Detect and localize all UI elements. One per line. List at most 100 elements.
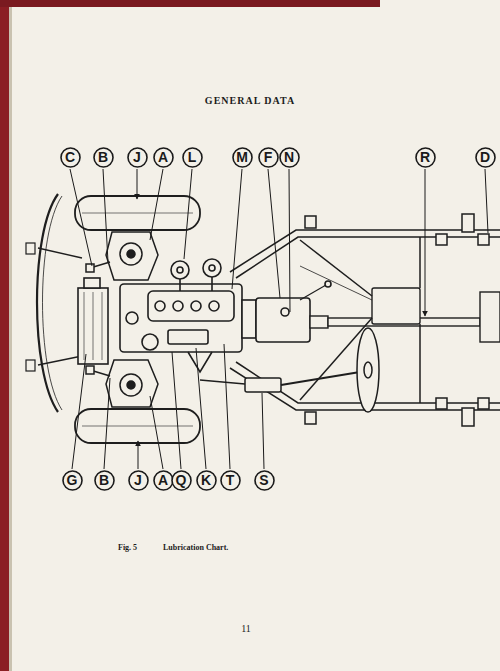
- radiator: [84, 278, 100, 288]
- callout-letter: G: [62, 470, 83, 491]
- chassis-frame: [305, 412, 316, 424]
- leader-lines: [485, 169, 488, 233]
- engine: [120, 259, 242, 372]
- steering-gear: [357, 328, 379, 412]
- chassis-frame: [462, 214, 474, 232]
- front-bumper: [43, 196, 63, 410]
- front-wheels: [82, 426, 193, 427]
- chassis-frame: [478, 398, 489, 409]
- leader-lines: [224, 344, 230, 469]
- leader-lines: [262, 393, 264, 469]
- leader-lines: [150, 396, 163, 469]
- callout-circle: C: [60, 147, 81, 168]
- chassis-frame: [300, 240, 372, 296]
- front-bumper: [38, 356, 82, 365]
- leader-lines: [172, 352, 181, 469]
- engine: [209, 301, 219, 311]
- callout-letter: J: [127, 147, 148, 168]
- gearbox: [281, 308, 289, 316]
- radiator: [84, 292, 85, 360]
- engine: [155, 301, 165, 311]
- chassis-frame: [436, 398, 447, 409]
- figure-number: Fig. 5: [118, 543, 137, 552]
- callout-ring: [128, 148, 147, 167]
- steering-gear: [245, 378, 281, 392]
- callout-ring: [154, 471, 173, 490]
- engine: [126, 312, 138, 324]
- steering-gear: [200, 380, 245, 384]
- callout-ring: [255, 471, 274, 490]
- engine: [211, 277, 213, 291]
- chassis-frame: [305, 216, 316, 228]
- front-suspension: [120, 243, 142, 265]
- callout-circle: T: [220, 470, 241, 491]
- gearbox: [256, 298, 310, 342]
- callout-letter: J: [128, 470, 149, 491]
- engine: [203, 259, 221, 277]
- front-bumper: [26, 243, 35, 254]
- engine: [209, 265, 215, 271]
- chassis-frame: [436, 234, 447, 245]
- callout-letter: Q: [171, 470, 192, 491]
- leader-lines: [70, 169, 92, 266]
- gearbox: [242, 281, 331, 342]
- callout-letter: R: [415, 147, 436, 168]
- callout-circle: B: [94, 470, 115, 491]
- front-suspension: [86, 264, 94, 272]
- page-edge: [9, 7, 12, 671]
- callout-ring: [94, 148, 113, 167]
- callout-letter: C: [60, 147, 81, 168]
- callout-circle: L: [182, 147, 203, 168]
- steering-gear: [364, 362, 372, 378]
- front-suspension: [127, 381, 135, 389]
- leader-lines: [150, 169, 163, 240]
- leader-lines: [232, 169, 242, 289]
- front-bumper: [26, 360, 35, 371]
- radiator: [102, 292, 103, 360]
- chassis-frame: [236, 237, 500, 278]
- chassis-frame: [230, 214, 500, 426]
- callout-letter: S: [254, 470, 275, 491]
- callout-ring: [476, 148, 495, 167]
- callout-letter: A: [153, 470, 174, 491]
- callout-letter: L: [182, 147, 203, 168]
- engine: [142, 334, 158, 350]
- callout-letter: N: [279, 147, 300, 168]
- front-wheels: [75, 409, 200, 443]
- leader-lines: [137, 169, 138, 199]
- callout-letter: F: [258, 147, 279, 168]
- engine: [173, 301, 183, 311]
- leader-lines: [72, 354, 86, 469]
- front-wheels: [82, 213, 193, 214]
- engine: [191, 301, 201, 311]
- callout-ring: [416, 148, 435, 167]
- callout-letter: D: [475, 147, 496, 168]
- gearbox: [300, 285, 326, 300]
- front-suspension: [86, 366, 94, 374]
- propeller-shaft: [372, 288, 420, 324]
- callout-ring: [259, 148, 278, 167]
- engine: [168, 330, 208, 344]
- callout-ring: [172, 471, 191, 490]
- propeller-shaft: [310, 288, 500, 342]
- chassis-frame: [419, 324, 421, 403]
- leader-lines: [268, 169, 280, 298]
- front-bumper: [38, 248, 82, 258]
- callout-ring: [197, 471, 216, 490]
- callout-circle: A: [153, 147, 174, 168]
- engine: [148, 291, 234, 321]
- callout-circle: A: [153, 470, 174, 491]
- front-suspension: [120, 374, 142, 396]
- leader-lines: [184, 169, 192, 259]
- callout-circle: J: [128, 470, 149, 491]
- gearbox: [242, 300, 256, 338]
- front-bumper: [37, 194, 58, 412]
- callout-ring: [280, 148, 299, 167]
- page-header: GENERAL DATA: [205, 95, 295, 106]
- callout-circle: N: [279, 147, 300, 168]
- callout-letter: M: [232, 147, 253, 168]
- callout-letter: A: [153, 147, 174, 168]
- leader-lines: [104, 378, 110, 469]
- callout-ring: [95, 471, 114, 490]
- radiator: [93, 292, 94, 360]
